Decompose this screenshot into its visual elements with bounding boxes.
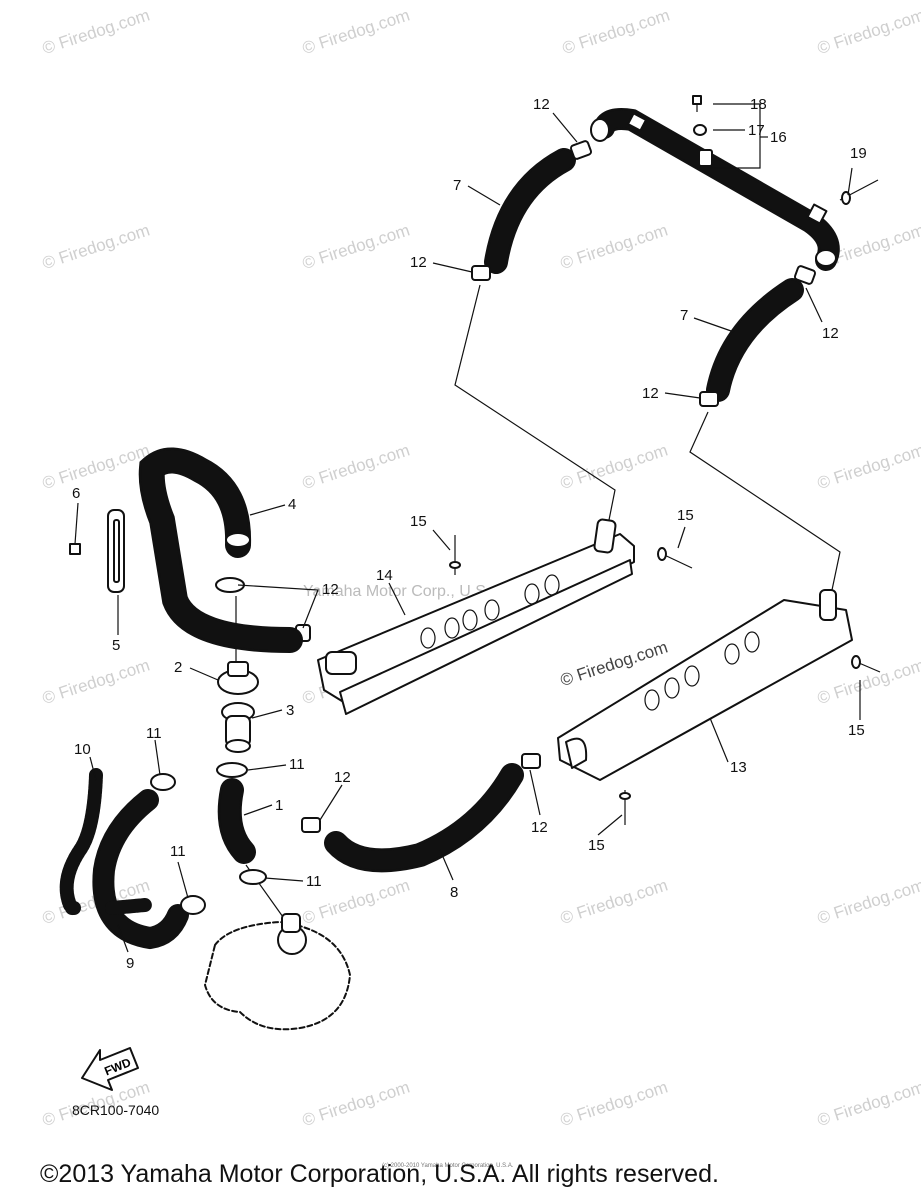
upper-crossover-pipe — [590, 108, 840, 271]
callout-5: 5 — [112, 637, 120, 654]
callout-12: 12 — [822, 325, 839, 342]
hose-4 — [138, 447, 303, 653]
small-clamps — [150, 773, 206, 915]
hose-10-corrugated — [59, 768, 103, 915]
hose-clamps — [295, 140, 817, 833]
radiator-cap — [217, 661, 259, 695]
callout-19: 19 — [850, 145, 867, 162]
callout-10: 10 — [74, 741, 91, 758]
callout-12: 12 — [322, 581, 339, 598]
hose-8 — [324, 763, 524, 873]
callout-18: 18 — [750, 96, 767, 113]
callout-13: 13 — [730, 759, 747, 776]
callout-12: 12 — [334, 769, 351, 786]
hose-7-left — [484, 148, 576, 274]
screw-19 — [839, 179, 879, 205]
callout-11: 11 — [289, 756, 305, 773]
callout-3: 3 — [286, 702, 294, 719]
callout-12: 12 — [642, 385, 659, 402]
hose-7-right — [706, 278, 804, 402]
callout-6: 6 — [72, 485, 80, 502]
callout-15: 15 — [677, 507, 694, 524]
callout-16: 16 — [770, 129, 787, 146]
callout-7: 7 — [680, 307, 688, 324]
diagram-code: 8CR100-7040 — [72, 1102, 160, 1118]
callout-12: 12 — [531, 819, 548, 836]
heat-exchanger-14 — [317, 518, 635, 715]
callout-17: 17 — [748, 122, 765, 139]
callout-8: 8 — [450, 884, 458, 901]
callout-11: 11 — [146, 725, 162, 742]
bleed-bolt — [692, 95, 707, 136]
callout-12: 12 — [533, 96, 550, 113]
leader-lines — [74, 103, 861, 953]
callout-15: 15 — [848, 722, 865, 739]
callout-4: 4 — [288, 496, 296, 513]
heat-exchanger-13 — [557, 589, 853, 781]
callout-12: 12 — [410, 254, 427, 271]
callout-15: 15 — [588, 837, 605, 854]
forward-arrow-icon: FWD — [81, 1047, 139, 1091]
copyright-footer: ©2013 Yamaha Motor Corporation, U.S.A. A… — [40, 1160, 719, 1188]
callout-9: 9 — [126, 955, 134, 972]
bracket-5 — [69, 509, 125, 593]
hose-9 — [92, 789, 189, 950]
callout-numbers: 12 7 12 18 17 16 19 7 12 12 6 4 15 15 14… — [72, 96, 867, 972]
callout-7: 7 — [453, 177, 461, 194]
callout-11: 11 — [306, 873, 322, 890]
callout-15: 15 — [410, 513, 427, 530]
callout-2: 2 — [174, 659, 182, 676]
center-watermark: Yamaha Motor Corp., U.S.A. — [303, 583, 506, 600]
fine-print: (c) 2000-2010 Yamaha Motor Corporation, … — [382, 1163, 514, 1169]
cap-clamps — [215, 577, 267, 885]
hose-1 — [217, 778, 256, 864]
callout-14: 14 — [376, 567, 393, 584]
callout-11: 11 — [170, 843, 186, 860]
filler-neck — [221, 702, 255, 753]
callout-1: 1 — [275, 797, 283, 814]
rivets-15 — [449, 535, 881, 825]
engine-outline — [204, 913, 351, 1031]
